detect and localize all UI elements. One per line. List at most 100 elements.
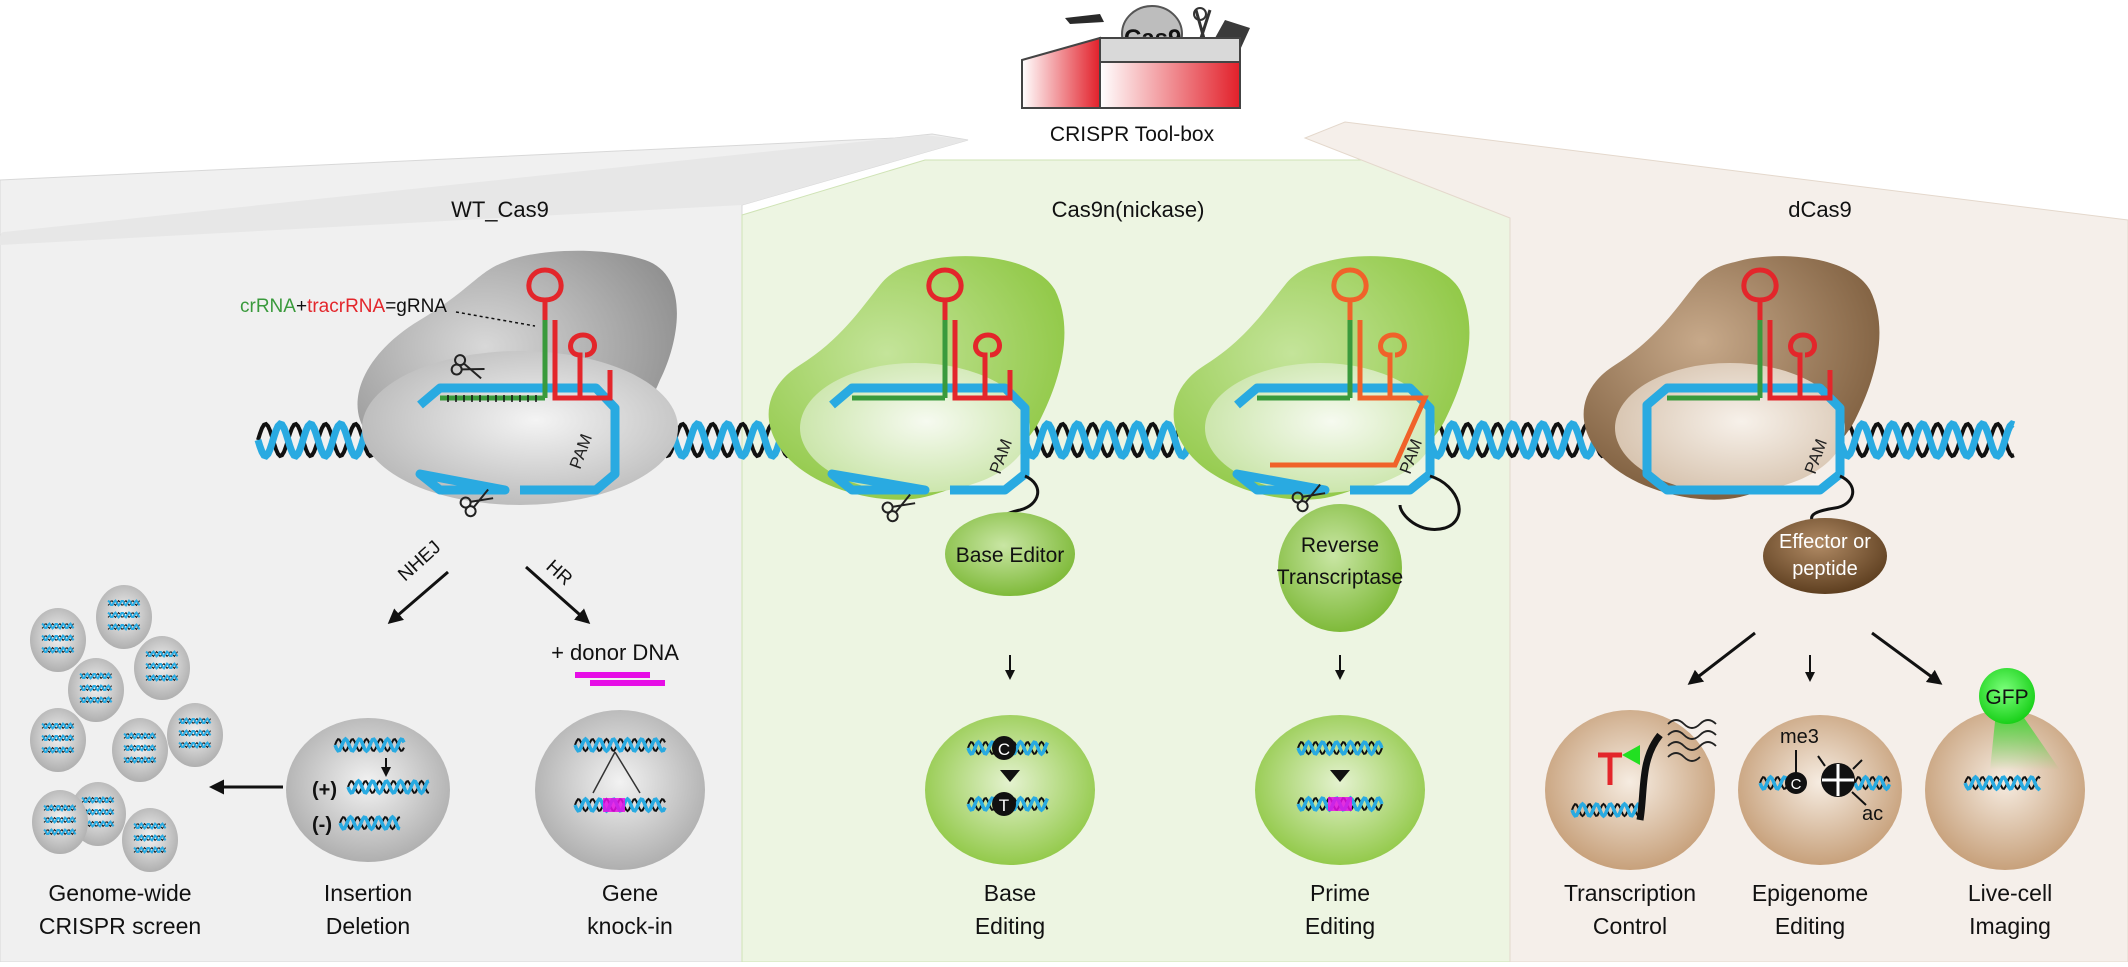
prime-editor-complex: PAM Reverse Transcriptase	[1173, 256, 1470, 632]
toolbox-right-face	[1099, 61, 1241, 109]
knockin-helix-original	[573, 736, 667, 754]
knockin-details	[592, 751, 641, 794]
knockin-helix-edited	[573, 796, 667, 814]
transcription-arrow	[1687, 631, 1756, 685]
dcas9-effector	[1763, 518, 1887, 594]
knockin-insert-lines	[592, 751, 641, 794]
prime-editor-reverse-transcriptase	[1278, 504, 1402, 632]
epigenome-c-marker	[1785, 772, 1807, 794]
toolbox-lid	[1099, 37, 1241, 63]
screen-cell	[32, 790, 88, 854]
toolbox-left-face	[1021, 36, 1101, 109]
grna-label: crRNA+tracrRNA=gRNA	[240, 296, 536, 327]
prime-editing-cell	[1255, 715, 1425, 865]
epigenome-helix-right	[1853, 774, 1892, 792]
wt-target-dna-frame	[415, 383, 620, 495]
nickase-panel-title: Cas9n(nickase)	[1052, 197, 1205, 222]
indel-details: (+) (-)	[312, 758, 391, 836]
base-t-marker	[992, 792, 1016, 816]
transcription-helix	[1570, 801, 1640, 819]
dead-panel-title: dCas9	[1788, 197, 1852, 222]
toolbox-caption: CRISPR Tool-box	[1050, 123, 1215, 146]
grna-label-line: crRNA+tracrRNA=gRNA	[240, 296, 447, 317]
indel-plus-label: (+)	[312, 779, 337, 801]
dead-panel-background	[1303, 121, 2128, 963]
screen-label-line2: CRISPR screen	[39, 913, 201, 939]
dcas9-effector-label-line2: peptide	[1792, 558, 1858, 580]
knockin-label-line2: knock-in	[587, 913, 673, 939]
indel-helix-deletion	[338, 814, 401, 832]
base-editor-complex: PAM Base Editor	[768, 256, 1075, 596]
wt-scissors-icon-top	[450, 354, 485, 380]
wt-hybrid-ticks	[447, 395, 537, 402]
gfp-marker	[1979, 668, 2035, 724]
prime-editor-linker	[1398, 474, 1461, 531]
prime-editor-pegrna	[1270, 267, 1429, 468]
dna-helix-segment	[1836, 420, 2016, 460]
toolbox-scissor-ring	[1193, 7, 1207, 21]
indel-label-line2: Deletion	[326, 913, 410, 939]
base-editing-details: C T	[992, 736, 1020, 816]
base-conversion-arrowhead	[1000, 770, 1020, 782]
imaging-arrow	[1871, 631, 1943, 685]
base-editor-deaminase	[945, 512, 1075, 596]
wt-panel-top-band	[0, 135, 968, 246]
prime-helix-before	[1296, 739, 1384, 757]
grna-label-plus: +	[296, 296, 307, 317]
transcription-activator-arrow	[1622, 745, 1640, 765]
prime-helix-after	[1296, 795, 1384, 813]
base-c-marker	[992, 736, 1016, 760]
nhej-arrow	[387, 570, 449, 624]
base-editor-tracrrna	[926, 267, 1013, 401]
epigenome-nucleosome-cross	[1822, 764, 1854, 796]
base-editor-target-dna-frame	[827, 383, 1030, 495]
base-editor-scissors-icon	[881, 493, 916, 523]
screen-cell	[122, 808, 178, 872]
epigenome-label-line1: Epigenome	[1752, 880, 1868, 906]
prime-editor-rt-label-line1: Reverse	[1301, 534, 1379, 557]
wt-scissors-icon-bottom	[459, 488, 494, 518]
base-t-label: T	[999, 796, 1009, 815]
screen-cell-cluster	[30, 585, 223, 872]
toolbox-tool-wrench	[1215, 20, 1250, 50]
prime-label-line1: Prime	[1310, 880, 1370, 906]
epigenome-me3-label: me3	[1780, 726, 1819, 748]
toolbox-tool-hammer	[1065, 14, 1104, 24]
indel-helix-original	[333, 736, 406, 754]
epigenome-cell	[1738, 715, 1902, 865]
prime-editing-details	[1330, 770, 1350, 782]
screen-cell	[30, 708, 86, 772]
base-editing-cell	[925, 715, 1095, 865]
gfp-label: GFP	[1985, 686, 2028, 709]
dcas9-target-dna-frame	[1642, 383, 1845, 495]
transcription-mrna-waves	[1667, 719, 1717, 762]
dcas9-linker	[1810, 474, 1854, 521]
donor-dna-label: + donor DNA	[551, 640, 679, 665]
transcription-cell	[1545, 710, 1715, 870]
base-editor-deaminase-label: Base Editor	[956, 544, 1065, 567]
screen-cell	[134, 636, 190, 700]
screen-label-line1: Genome-wide	[48, 880, 191, 906]
knockin-label-line1: Gene	[602, 880, 658, 906]
prime-editor-rt-label-line2: Transcriptase	[1277, 566, 1403, 589]
grna-label-tracrrna: tracrRNA	[307, 296, 385, 317]
transcription-gene-bend	[1636, 732, 1663, 821]
grna-label-suffix: =gRNA	[385, 296, 447, 317]
transcription-details	[1598, 719, 1717, 821]
grna-pointer-line	[455, 311, 536, 327]
epigenome-ac-label: ac	[1862, 803, 1883, 825]
imaging-details: GFP	[1979, 668, 2060, 770]
imaging-label-line1: Live-cell	[1968, 880, 2052, 906]
donor-dna-strands	[575, 672, 665, 686]
grna-label-crrna: crRNA	[240, 296, 296, 317]
wt-panel-title: WT_Cas9	[451, 197, 549, 222]
screen-cell	[96, 585, 152, 649]
base-c-label: C	[998, 740, 1010, 759]
toolbox-icon: Cas9 CRISPR Tool-box	[1021, 5, 1250, 146]
outcome-labels: Genome-wide CRISPR screen Insertion Dele…	[39, 880, 2052, 939]
wt-cas9-body	[362, 351, 678, 505]
base-label-line1: Base	[984, 880, 1036, 906]
wt-cas9-complex: PAM crRNA+tracrRNA=gRNA	[240, 250, 678, 518]
